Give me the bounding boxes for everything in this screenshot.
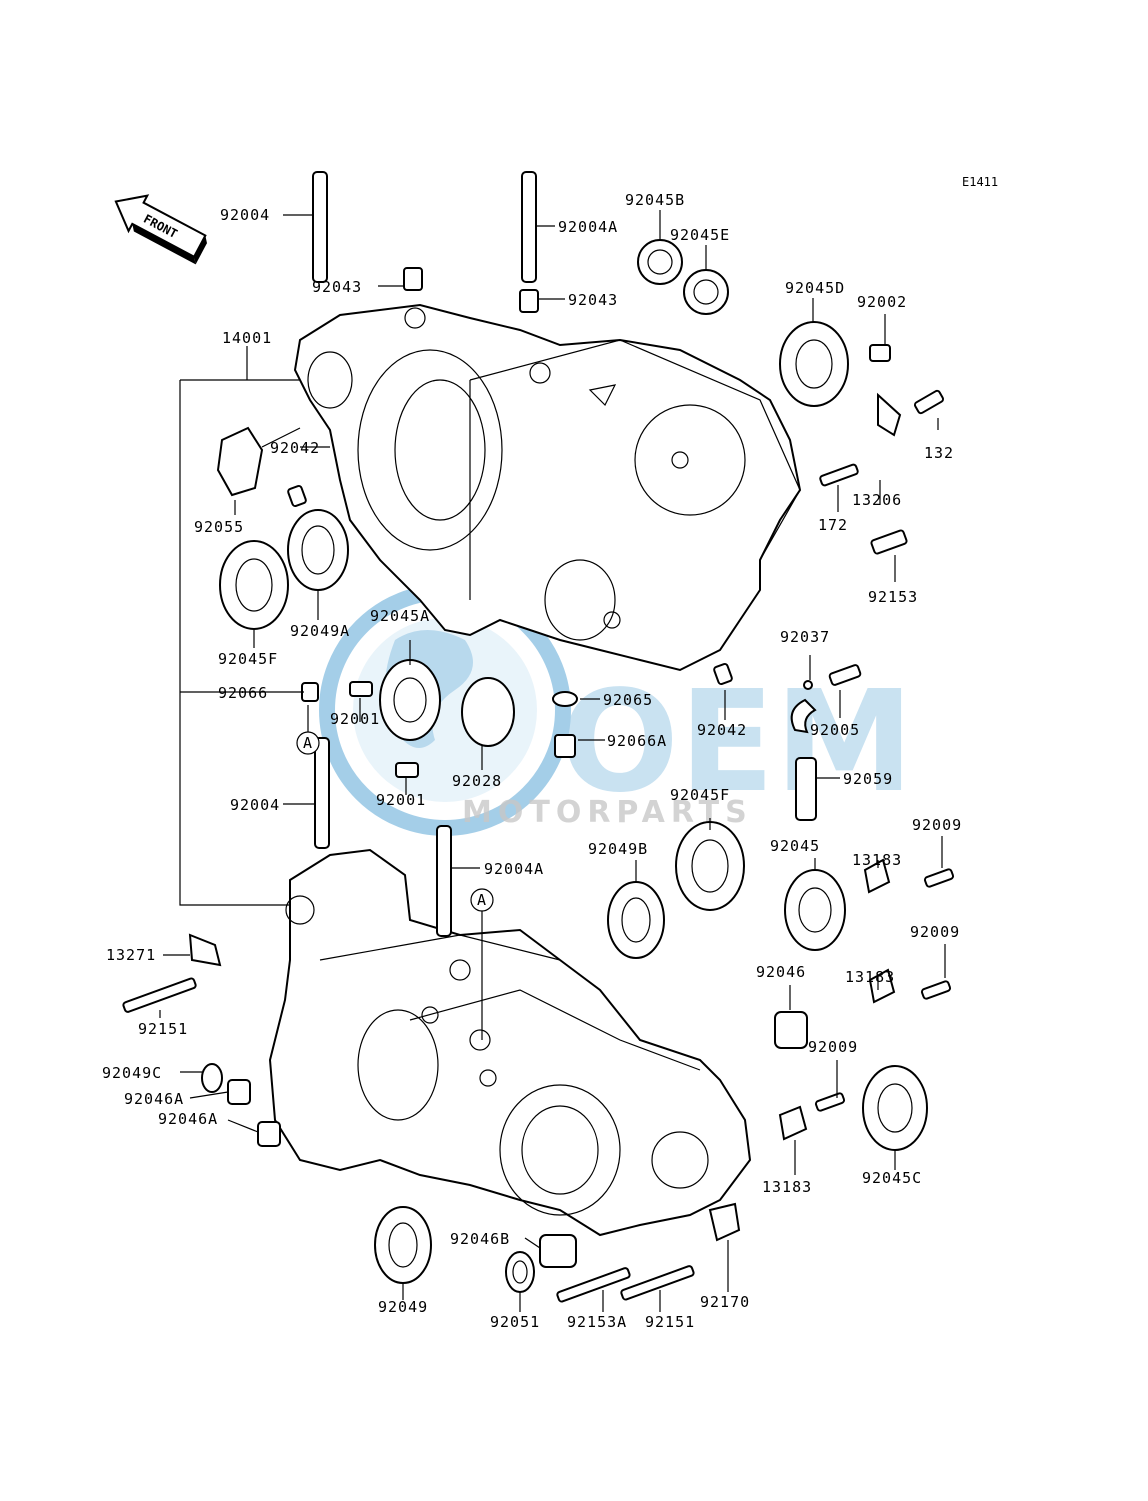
upper-crankcase-icon	[293, 303, 802, 672]
part-label: 92001	[330, 710, 380, 728]
gasket-icon	[216, 426, 264, 497]
svg-text:A: A	[477, 891, 487, 909]
part-label: 92045	[770, 837, 820, 855]
bearing-icon	[219, 239, 928, 1293]
part-label: 92051	[490, 1313, 540, 1331]
part-label: 92028	[452, 772, 502, 790]
part-label: 92045F	[670, 786, 730, 804]
part-label: 92066	[218, 684, 268, 702]
part-label: 92170	[700, 1293, 750, 1311]
part-label: 92045F	[218, 650, 278, 668]
stud-icon	[312, 171, 537, 937]
needle-bearing-icon	[201, 677, 808, 1268]
leader-lines	[159, 210, 946, 1312]
part-label: 92049B	[588, 840, 648, 858]
part-label: 172	[818, 516, 848, 534]
part-label: 92045B	[625, 191, 685, 209]
part-label: 13183	[762, 1178, 812, 1196]
watermark-brand: OEM	[560, 661, 914, 824]
part-label: 92045E	[670, 226, 730, 244]
part-label: 92004	[220, 206, 270, 224]
reference-marker-a: A A	[296, 731, 494, 912]
part-label: 92042	[697, 721, 747, 739]
part-label: 92046A	[124, 1090, 184, 1108]
part-label: 92065	[603, 691, 653, 709]
front-arrow-icon: FRONT	[114, 194, 207, 265]
part-label: 92043	[312, 278, 362, 296]
part-label: 92049C	[102, 1064, 162, 1082]
part-label: 92009	[912, 816, 962, 834]
part-label: 92009	[808, 1038, 858, 1056]
part-label: 92046B	[450, 1230, 510, 1248]
part-label: 92004A	[558, 218, 618, 236]
part-label: 13183	[852, 851, 902, 869]
lower-crankcase-icon	[268, 848, 752, 1237]
part-label: 92043	[568, 291, 618, 309]
part-labels: 92004 92004A 92045B 92045E 92043 92043 1…	[102, 191, 962, 1331]
part-label: 92046	[756, 963, 806, 981]
part-label: 132	[924, 444, 954, 462]
part-label: 92002	[857, 293, 907, 311]
part-label: 92049A	[290, 622, 350, 640]
part-label: 92001	[376, 791, 426, 809]
part-label: 92004	[230, 796, 280, 814]
part-label: 92049	[378, 1298, 428, 1316]
part-label: 13271	[106, 946, 156, 964]
part-label: 92042	[270, 439, 320, 457]
part-label: 92045D	[785, 279, 845, 297]
dowel-pin-icon	[287, 267, 733, 702]
part-label: 14001	[222, 329, 272, 347]
part-label: 92005	[810, 721, 860, 739]
part-label: 92153	[868, 588, 918, 606]
diagram-code: E1411	[962, 175, 998, 189]
part-label: 92059	[843, 770, 893, 788]
bolt-icon	[122, 344, 955, 1303]
part-label: 13183	[845, 968, 895, 986]
part-label: 92151	[138, 1020, 188, 1038]
part-label: 92037	[780, 628, 830, 646]
svg-text:A: A	[303, 734, 313, 752]
part-label: 13206	[852, 491, 902, 509]
part-label: 92066A	[607, 732, 667, 750]
part-label: 92045C	[862, 1169, 922, 1187]
part-label: 92009	[910, 923, 960, 941]
part-label: 92045A	[370, 607, 430, 625]
part-label: 92153A	[567, 1313, 627, 1331]
part-label: 92046A	[158, 1110, 218, 1128]
small-parts-icon	[188, 392, 902, 1242]
part-label: 92055	[194, 518, 244, 536]
part-label: 92004A	[484, 860, 544, 878]
part-label: 92151	[645, 1313, 695, 1331]
